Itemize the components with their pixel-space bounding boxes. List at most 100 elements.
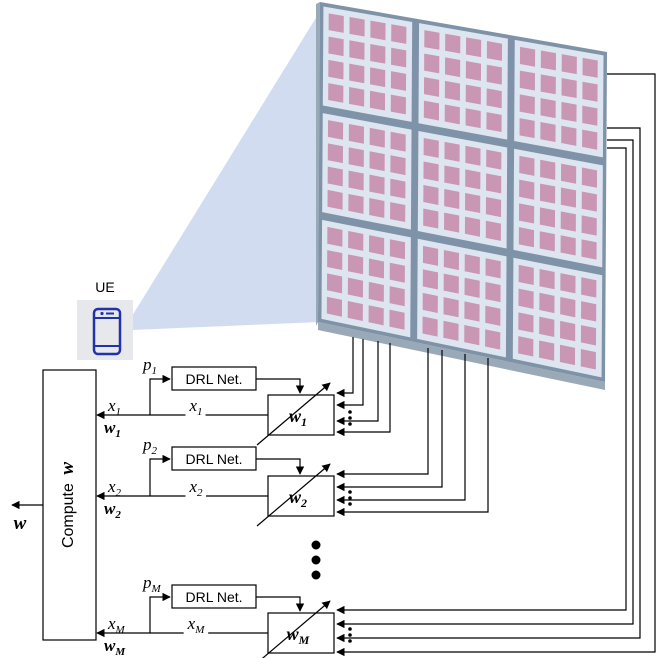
ue-label: UE [95, 279, 114, 295]
drl-input-line [149, 374, 171, 415]
reflecting-element [327, 250, 343, 271]
reflecting-element [561, 78, 577, 99]
reflecting-element [540, 74, 556, 95]
reflecting-element [582, 81, 598, 102]
reflecting-element [368, 305, 384, 326]
reflecting-element [464, 301, 480, 322]
reflecting-element [349, 40, 365, 60]
reflecting-element [390, 178, 406, 199]
reflecting-element [389, 239, 406, 260]
tunable-arrow [256, 382, 331, 446]
output-label: w [14, 513, 27, 534]
reflecting-element [370, 44, 386, 64]
panel-tile [514, 39, 604, 158]
reflecting-element [539, 231, 555, 252]
reflecting-element [370, 20, 386, 41]
reflecting-element [327, 120, 344, 140]
reflecting-element [559, 344, 576, 366]
reflecting-element [327, 166, 343, 187]
panel-tile [322, 113, 412, 230]
panel-tile [322, 6, 413, 122]
label-knockout [185, 398, 206, 420]
reflecting-element [368, 281, 384, 302]
label-knockout [183, 616, 209, 638]
reflecting-element [443, 320, 459, 341]
drl-output-line [256, 458, 305, 475]
reflecting-element [561, 54, 577, 75]
reflecting-element [485, 197, 502, 218]
drl-net-label: DRL Net. [185, 371, 242, 387]
panel-tile [513, 148, 603, 268]
reflecting-element [518, 264, 534, 286]
panel-edge [318, 322, 605, 390]
x-left-label: x2 [107, 477, 122, 499]
weight-box [267, 394, 335, 436]
reflecting-element [391, 47, 407, 68]
reflecting-element [581, 239, 597, 260]
reflecting-element [327, 189, 343, 210]
reflecting-element [422, 292, 438, 314]
reflecting-element [518, 288, 534, 309]
reflecting-element [326, 296, 343, 317]
reflecting-element [328, 59, 344, 80]
reflecting-element [390, 94, 406, 115]
drl-net-label: DRL Net. [185, 589, 242, 605]
reflecting-element [423, 161, 439, 182]
reflecting-element [423, 208, 439, 229]
reflecting-element [423, 100, 440, 121]
weight-box [267, 475, 335, 517]
reflecting-element [560, 187, 577, 208]
reflecting-element [465, 169, 481, 190]
p-label: pM [142, 573, 162, 595]
p-label: p1 [142, 355, 157, 377]
reflecting-element [390, 71, 407, 91]
reflecting-element [519, 94, 535, 115]
reflecting-element [328, 83, 344, 103]
reflecting-element [465, 61, 482, 81]
reflecting-element [328, 36, 344, 57]
p-label: p2 [142, 435, 158, 457]
reflecting-element [443, 297, 459, 318]
reflecting-element [518, 227, 535, 248]
reflecting-element [348, 123, 364, 144]
reflecting-element [390, 155, 406, 176]
reflecting-element [422, 316, 438, 337]
x-left-label: xM [107, 614, 126, 636]
reflecting-element [580, 325, 597, 346]
reflecting-element [518, 336, 534, 357]
reflecting-element [486, 41, 503, 61]
reflecting-element [369, 198, 385, 218]
reflecting-element [540, 159, 556, 180]
reflecting-element [422, 269, 438, 290]
reflecting-element [519, 155, 535, 176]
reflecting-element [519, 118, 535, 139]
reflecting-element [465, 108, 481, 129]
drl-input-line [149, 454, 171, 496]
reflecting-element [539, 207, 556, 228]
reflecting-element [560, 211, 576, 232]
reflecting-element [347, 254, 364, 275]
compute-label: Compute w [57, 462, 78, 548]
reflecting-element [326, 273, 343, 294]
panel-feed-lines [336, 73, 656, 657]
reflecting-element [560, 273, 576, 294]
reflecting-element [518, 203, 535, 224]
panel-edge [316, 2, 320, 326]
reflecting-element [560, 296, 576, 318]
reflecting-element [519, 70, 535, 91]
reflecting-element [485, 305, 501, 326]
reflecting-element [560, 163, 577, 184]
reflecting-panel [316, 2, 607, 390]
reflecting-element [423, 137, 439, 158]
w-left-label: w2 [104, 499, 121, 521]
reflecting-element [389, 309, 405, 330]
reflecting-element [518, 312, 534, 333]
reflecting-element [327, 143, 343, 164]
reflecting-element [444, 189, 460, 210]
reflecting-element [486, 149, 502, 170]
reflecting-element [539, 292, 555, 314]
